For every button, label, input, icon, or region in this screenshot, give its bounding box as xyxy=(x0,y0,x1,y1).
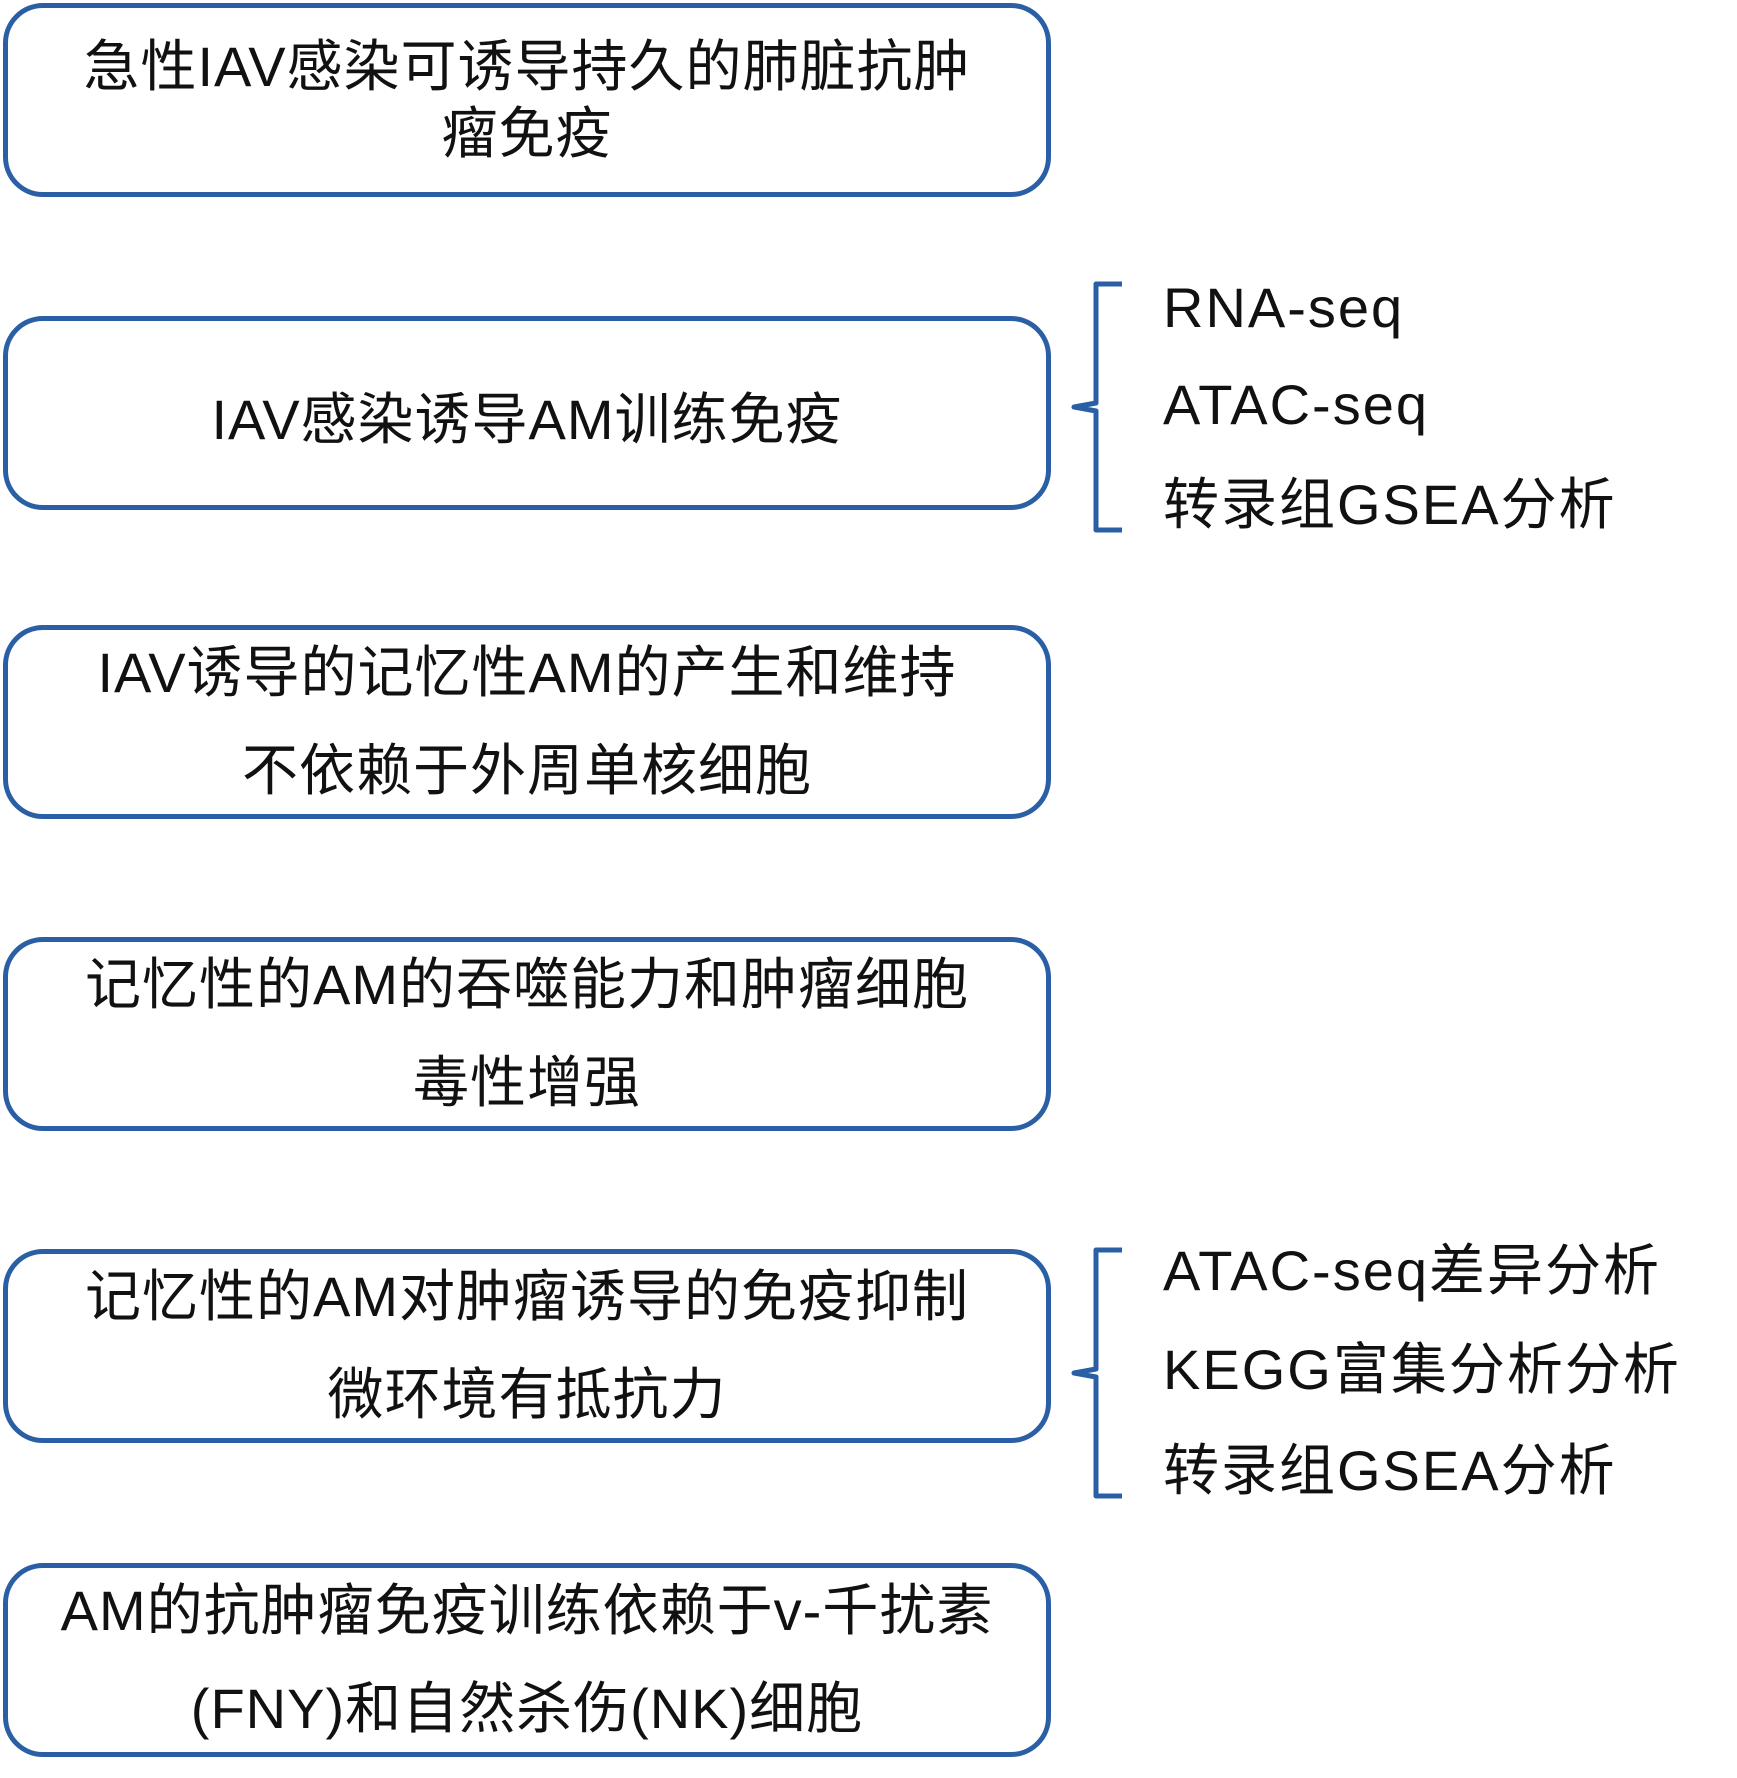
step-box-5-line-1: 记忆性的AM对肿瘤诱导的免疫抑制 xyxy=(85,1265,969,1328)
bracket-1-item-2: ATAC-seq xyxy=(1163,373,1429,436)
step-box-6-line-1: AM的抗肿瘤免疫训练依赖于v-千扰素 xyxy=(60,1579,994,1642)
curly-bracket-1 xyxy=(1071,281,1122,533)
step-box-6: AM的抗肿瘤免疫训练依赖于v-千扰素 (FNY)和自然杀伤(NK)细胞 xyxy=(3,1563,1051,1757)
step-box-3-line-1: IAV诱导的记忆性AM的产生和维持 xyxy=(97,641,957,704)
bracket-2-item-2: KEGG富集分析分析 xyxy=(1163,1338,1681,1401)
step-box-4-line-2: 毒性增强 xyxy=(413,1051,641,1114)
step-box-1-line-2: 瘤免疫 xyxy=(441,102,613,165)
step-box-4: 记忆性的AM的吞噬能力和肿瘤细胞 毒性增强 xyxy=(3,937,1051,1131)
step-box-5: 记忆性的AM对肿瘤诱导的免疫抑制 微环境有抵抗力 xyxy=(3,1249,1051,1443)
step-box-2-line-1: IAV感染诱导AM训练免疫 xyxy=(211,388,843,451)
step-box-1-line-1: 急性IAV感染可诱导持久的肺脏抗肿 xyxy=(83,35,971,98)
curly-bracket-2-path xyxy=(1071,1247,1122,1499)
curly-bracket-2 xyxy=(1071,1247,1122,1499)
step-box-5-line-2: 微环境有抵抗力 xyxy=(327,1363,727,1426)
bracket-2-item-3: 转录组GSEA分析 xyxy=(1163,1439,1617,1502)
step-box-3-line-2: 不依赖于外周单核细胞 xyxy=(242,739,812,802)
step-box-1: 急性IAV感染可诱导持久的肺脏抗肿 瘤免疫 xyxy=(3,3,1051,197)
step-box-2: IAV感染诱导AM训练免疫 xyxy=(3,316,1051,510)
step-box-3: IAV诱导的记忆性AM的产生和维持 不依赖于外周单核细胞 xyxy=(3,625,1051,819)
bracket-1-item-1: RNA-seq xyxy=(1163,276,1405,339)
bracket-2-item-1: ATAC-seq差异分析 xyxy=(1163,1239,1661,1302)
step-box-4-line-1: 记忆性的AM的吞噬能力和肿瘤细胞 xyxy=(85,953,969,1016)
step-box-6-line-2: (FNY)和自然杀伤(NK)细胞 xyxy=(190,1677,864,1740)
bracket-1-item-3: 转录组GSEA分析 xyxy=(1163,473,1617,536)
curly-bracket-1-path xyxy=(1071,281,1122,533)
